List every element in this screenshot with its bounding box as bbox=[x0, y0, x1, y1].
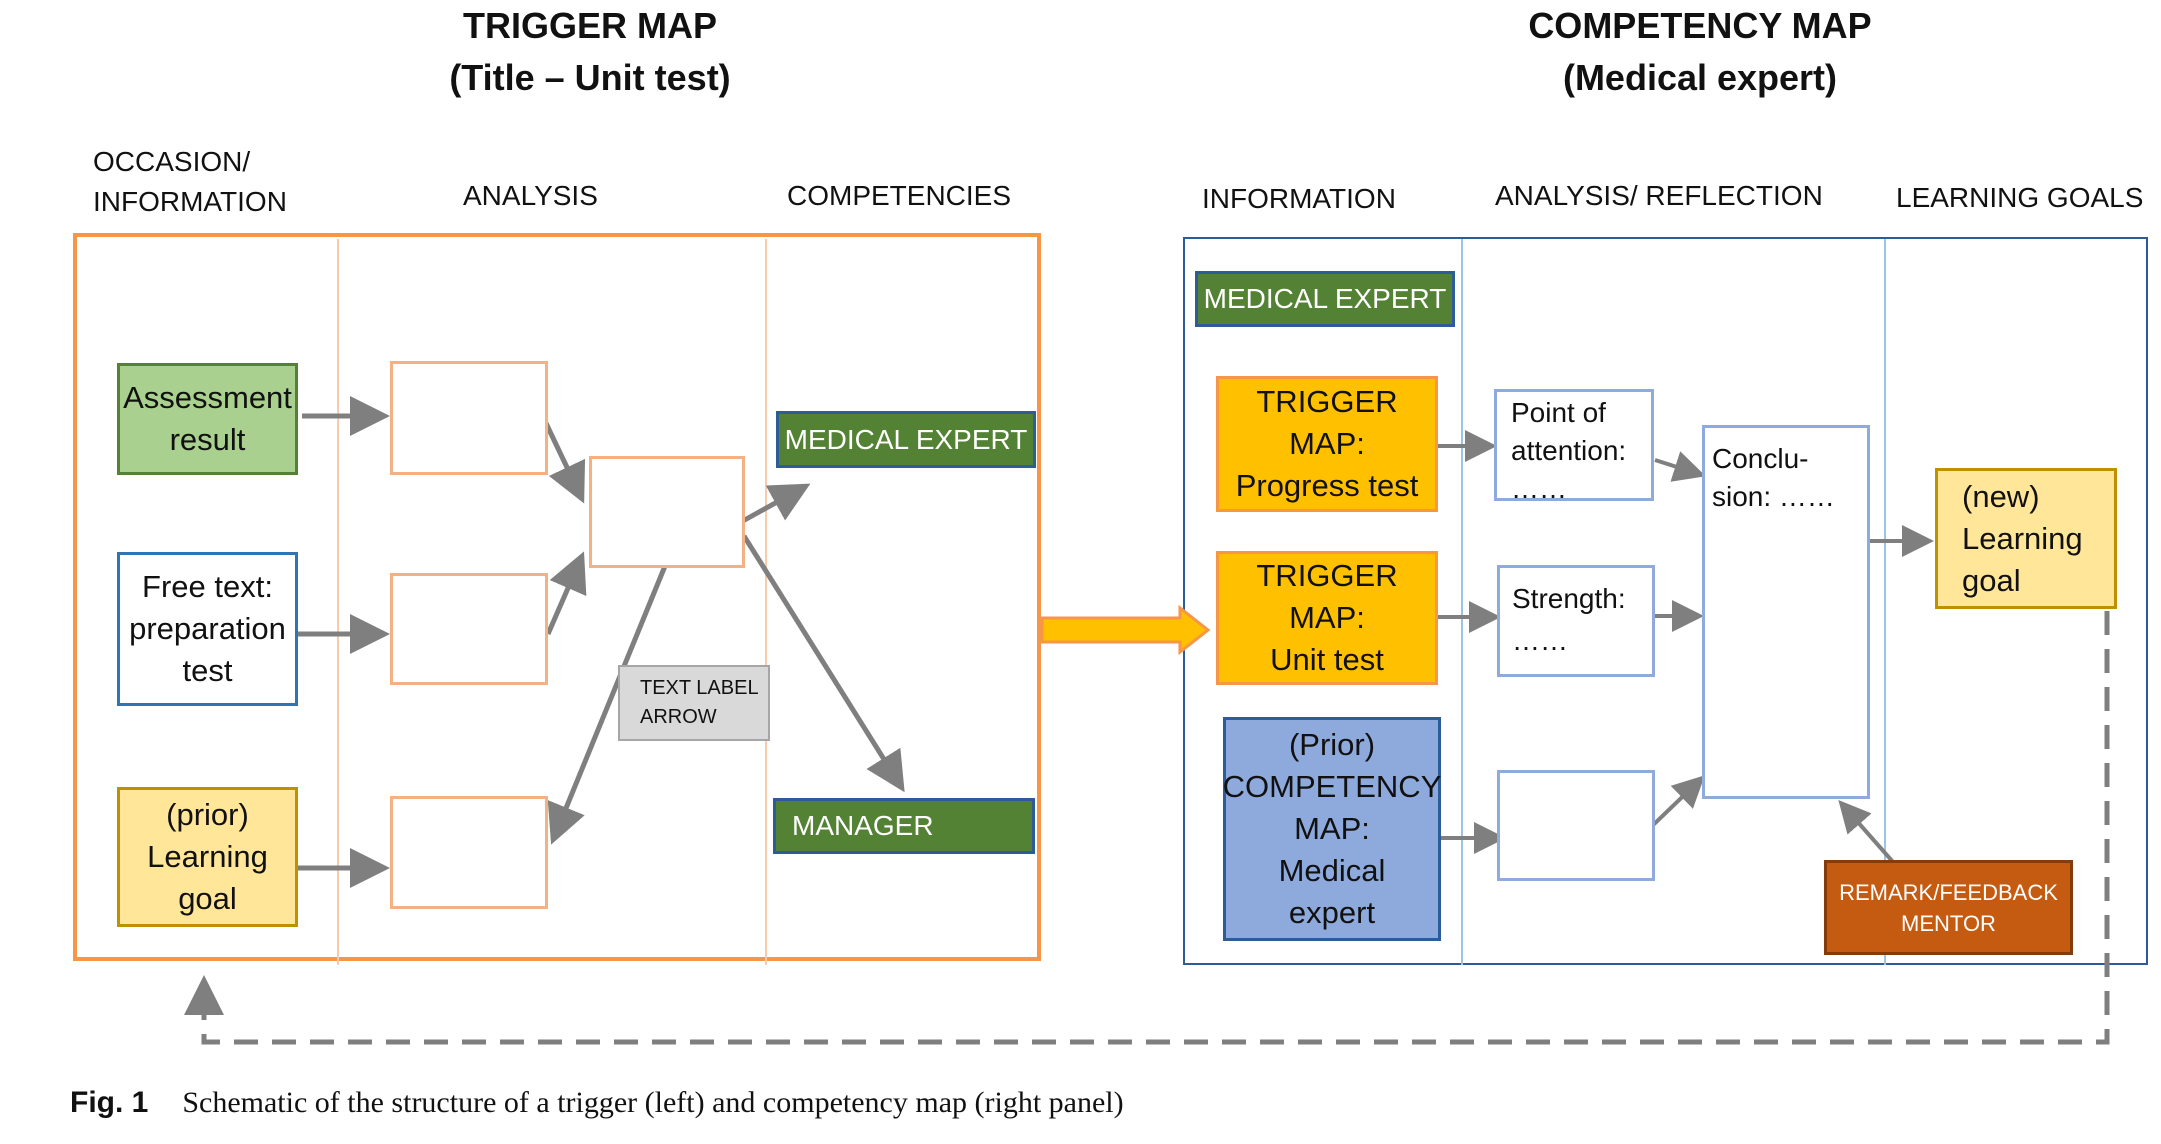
medical-expert-tag: MEDICAL EXPERT bbox=[1195, 271, 1455, 327]
header-competencies: COMPETENCIES bbox=[787, 180, 1012, 211]
analysis-box-1 bbox=[390, 361, 548, 475]
header-learning-goals: LEARNING GOALS bbox=[1896, 182, 2144, 213]
caption-label: Fig. 1 bbox=[70, 1086, 149, 1119]
arrow-empty-to-conclusion bbox=[1650, 775, 1705, 828]
competency-manager: MANAGER bbox=[773, 798, 1035, 854]
assessment-result-box: Assessment result bbox=[117, 363, 298, 475]
free-text-box: Free text: preparation test bbox=[117, 552, 298, 706]
new-learning-goal-box: (new) Learning goal bbox=[1935, 468, 2117, 609]
arrow-remark-to-conclusion bbox=[1838, 799, 1895, 864]
arrow-center-to-manager bbox=[741, 534, 905, 793]
reflection-empty-box bbox=[1497, 770, 1655, 881]
analysis-center-box bbox=[589, 456, 745, 568]
strength-box: Strength: …… bbox=[1497, 565, 1655, 677]
header-occasion-information: OCCASION/ INFORMATION bbox=[93, 146, 287, 217]
arrow-attention-to-conclusion bbox=[1654, 451, 1706, 482]
remark-feedback-mentor-box: REMARK/FEEDBACK MENTOR bbox=[1824, 860, 2073, 955]
text-label-arrow-box: TEXT LABEL ARROW bbox=[618, 665, 770, 741]
trigger-map-frame bbox=[73, 233, 1041, 961]
analysis-box-3 bbox=[390, 796, 548, 909]
header-analysis-reflection: ANALYSIS/ REFLECTION bbox=[1495, 180, 1823, 211]
analysis-box-2 bbox=[390, 573, 548, 685]
arrow-center-to-medical-expert bbox=[739, 483, 811, 525]
trigger-map-title-line1: TRIGGER MAP bbox=[462, 5, 717, 46]
trigger-map-unit-test-box: TRIGGER MAP: Unit test bbox=[1216, 551, 1438, 685]
trigger-map-title-line2: (Title – Unit test) bbox=[449, 57, 731, 98]
conclusion-box: Conclu- sion: …… bbox=[1702, 425, 1870, 799]
prior-learning-goal-box: (prior) Learning goal bbox=[117, 787, 298, 927]
caption-text: Schematic of the structure of a trigger … bbox=[182, 1086, 1124, 1119]
header-analysis: ANALYSIS bbox=[463, 180, 598, 211]
arrow-analysis2-to-center bbox=[545, 551, 587, 635]
competency-map-title: COMPETENCY MAP (Medical expert) bbox=[1480, 0, 1920, 104]
prior-competency-map-box: (Prior) COMPETENCY MAP: Medical expert bbox=[1223, 717, 1441, 941]
competency-map-title-line2: (Medical expert) bbox=[1562, 57, 1838, 98]
arrow-text-label bbox=[547, 565, 668, 845]
point-of-attention-box: Point of attention: …… bbox=[1494, 389, 1654, 504]
figure-caption: Fig. 1 Schematic of the structure of a tr… bbox=[70, 1086, 1124, 1120]
competency-map-frame bbox=[1183, 237, 2148, 965]
trigger-map-title: TRIGGER MAP (Title – Unit test) bbox=[380, 0, 800, 104]
trigger-map-progress-test-box: TRIGGER MAP: Progress test bbox=[1216, 376, 1438, 512]
arrow-analysis1-to-center bbox=[541, 417, 586, 504]
header-information: INFORMATION bbox=[1202, 183, 1396, 214]
orange-transfer-arrow bbox=[1040, 604, 1211, 656]
competency-map-title-line1: COMPETENCY MAP bbox=[1528, 5, 1872, 46]
competency-medical-expert: MEDICAL EXPERT bbox=[776, 411, 1036, 468]
